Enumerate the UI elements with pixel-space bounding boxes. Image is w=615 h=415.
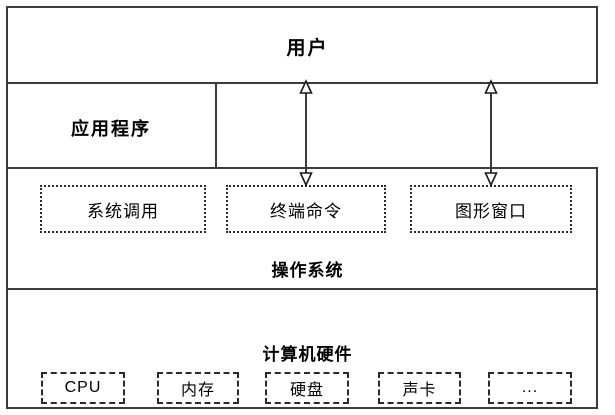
user-application-divider <box>6 82 598 84</box>
frame-right-border-hardware <box>596 288 598 409</box>
os-service-terminal-command[interactable]: 终端命令 <box>226 185 386 233</box>
hardware-component-cpu-label: CPU <box>64 379 102 396</box>
layer-label-application: 应用程序 <box>71 119 151 139</box>
os-service-terminal-command-label: 终端命令 <box>270 201 342 221</box>
frame-right-border-user <box>596 6 598 84</box>
hardware-component-sound-card-label: 声卡 <box>402 382 437 399</box>
connector-user-to-terminal-command <box>299 79 313 187</box>
frame-top-border <box>6 6 598 8</box>
hardware-component-memory-label: 内存 <box>180 382 215 399</box>
os-service-system-call-label: 系统调用 <box>87 201 159 221</box>
hardware-component-cpu[interactable]: CPU <box>41 372 125 404</box>
layer-label-user: 用户 <box>286 38 329 59</box>
frame-right-border-os <box>596 167 598 290</box>
hardware-component-memory[interactable]: 内存 <box>157 372 239 404</box>
hardware-component-more[interactable]: ... <box>488 372 572 404</box>
connector-user-to-graphical-window <box>484 79 498 187</box>
hardware-component-hard-disk-label: 硬盘 <box>289 382 324 399</box>
os-service-graphical-window[interactable]: 图形窗口 <box>410 185 572 233</box>
layer-label-operating-system: 操作系统 <box>271 261 344 280</box>
frame-left-border <box>6 6 8 409</box>
hardware-component-more-label: ... <box>521 379 539 396</box>
os-service-system-call[interactable]: 系统调用 <box>40 185 206 233</box>
application-os-divider <box>6 167 598 169</box>
hardware-component-hard-disk[interactable]: 硬盘 <box>265 372 349 404</box>
application-box-right-divider <box>215 82 217 169</box>
os-service-graphical-window-label: 图形窗口 <box>455 201 527 221</box>
frame-bottom-border <box>6 407 598 409</box>
os-hardware-divider <box>6 288 598 290</box>
layer-label-hardware: 计算机硬件 <box>262 345 353 364</box>
hardware-component-sound-card[interactable]: 声卡 <box>378 372 461 404</box>
